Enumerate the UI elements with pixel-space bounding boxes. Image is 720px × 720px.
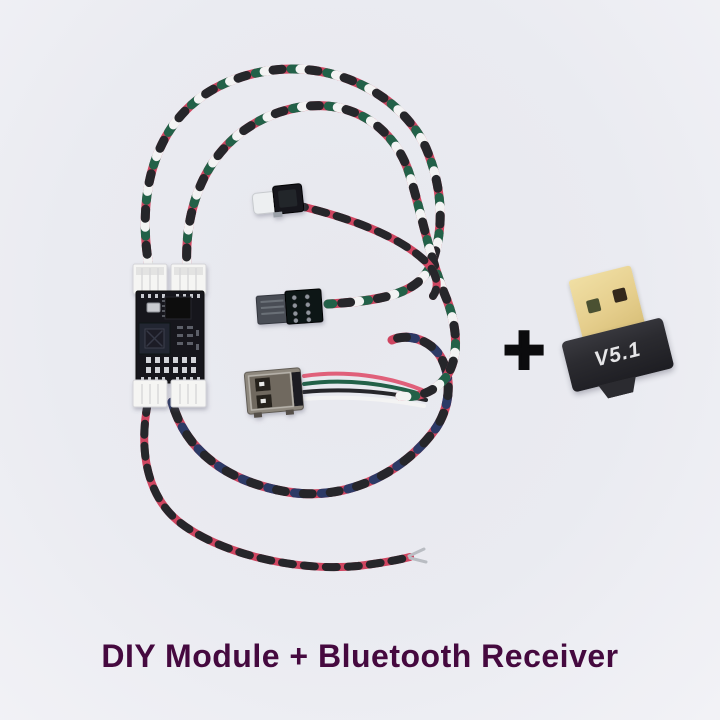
plus-sign: + (501, 309, 546, 392)
usb-female-socket (243, 367, 304, 418)
push-button (251, 183, 305, 218)
wire-bundle-lower-loop (167, 332, 453, 499)
usb-contact-window (585, 297, 602, 314)
crystal-component (146, 302, 161, 313)
wire-bundle-bare-leads (140, 398, 428, 572)
main-chip (162, 296, 192, 320)
solder-row-bottom (141, 377, 200, 381)
solder-joints (292, 294, 312, 323)
caption: DIY Module + Bluetooth Receiver (101, 638, 619, 674)
wire-bundle-inner-arc (182, 101, 460, 401)
usb-male-plug (255, 288, 324, 325)
jst-connector-top-right (170, 263, 207, 295)
wire-stub-usb-female (300, 371, 428, 408)
bare-wire-tips (407, 547, 428, 564)
pcb-module (132, 263, 207, 408)
jst-connector-bottom-left (132, 379, 168, 408)
wiring-harness (140, 64, 460, 572)
dongle-version-label: V5.1 (591, 337, 644, 372)
pad-rows (146, 357, 196, 373)
solder-row-top (141, 294, 200, 298)
wire-bundle-outer-arc (140, 64, 445, 309)
wire-bundle-button (296, 202, 441, 300)
passive-components (177, 326, 199, 350)
usb-contact-window (611, 287, 628, 304)
jst-connector-top-left (132, 263, 168, 295)
inductor-component (138, 322, 171, 355)
jst-connector-bottom-right (170, 379, 207, 408)
